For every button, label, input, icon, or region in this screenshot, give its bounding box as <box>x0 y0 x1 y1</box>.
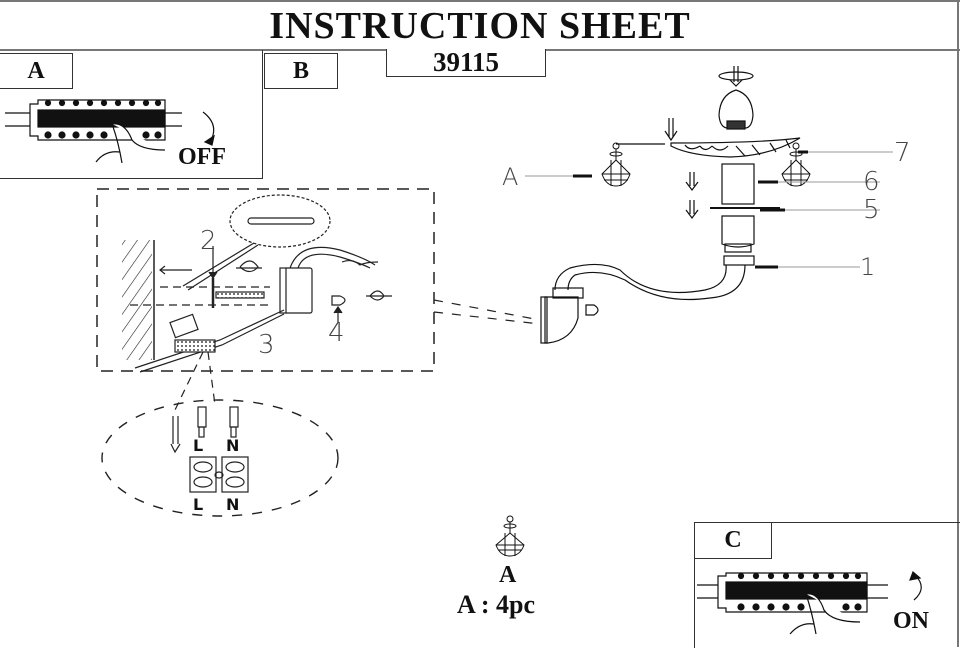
step-c-action-text: ON <box>893 608 929 634</box>
parts-list-item-label: A <box>499 562 517 588</box>
step-b-label-box: B <box>264 53 338 89</box>
terminal-label-live-bottom: L <box>193 495 204 514</box>
callout-6: 6 <box>863 167 880 197</box>
dashed-wiring-leader <box>174 351 216 411</box>
callout-3: 3 <box>258 330 275 360</box>
model-number: 39115 <box>432 47 499 77</box>
callout-leader-lines <box>525 151 893 268</box>
mounting-bracket-icon <box>130 246 392 373</box>
wall-sconce-assembly-icon <box>540 66 801 344</box>
wall-hatch-icon <box>122 240 155 360</box>
step-c-label-box: C <box>694 522 772 559</box>
terminal-block-icon <box>170 406 249 493</box>
breaker-panel-on-icon <box>697 570 922 635</box>
terminal-label-neutral-bottom: N <box>226 495 240 514</box>
breaker-panel-off-icon <box>5 99 215 164</box>
parts-list-quantity: A : 4pc <box>457 590 535 619</box>
top-border <box>0 0 960 2</box>
wiring-detail-ellipse <box>101 399 339 517</box>
callout-crystal-a: A <box>502 163 519 191</box>
step-b-label: B <box>292 58 309 84</box>
step-a-label-box: A <box>0 53 73 89</box>
terminal-label-live-top: L <box>193 436 204 455</box>
anchor-detail-bubble-icon <box>182 194 331 291</box>
step-c-panel <box>694 522 960 648</box>
callout-1: 1 <box>860 253 876 281</box>
step-a-panel <box>0 50 263 179</box>
detail-link-lines <box>433 299 541 325</box>
crystal-pendant-right-icon <box>781 142 811 187</box>
callout-4: 4 <box>328 318 345 348</box>
callout-7: 7 <box>894 138 911 168</box>
step-a-action-text: OFF <box>178 144 226 170</box>
callout-arrowheads <box>573 150 808 269</box>
callout-5: 5 <box>863 195 880 225</box>
mounting-detail-box <box>96 188 435 372</box>
step-c-label: C <box>724 527 742 553</box>
terminal-label-neutral-top: N <box>226 436 240 455</box>
crystal-pendant-left-icon <box>601 142 631 187</box>
step-a-label: A <box>27 58 45 84</box>
page-title: INSTRUCTION SHEET <box>269 5 691 47</box>
right-border <box>957 0 959 647</box>
model-number-tab: 39115 <box>386 49 546 77</box>
callout-2: 2 <box>200 226 217 256</box>
crystal-part-a-icon <box>495 515 525 557</box>
